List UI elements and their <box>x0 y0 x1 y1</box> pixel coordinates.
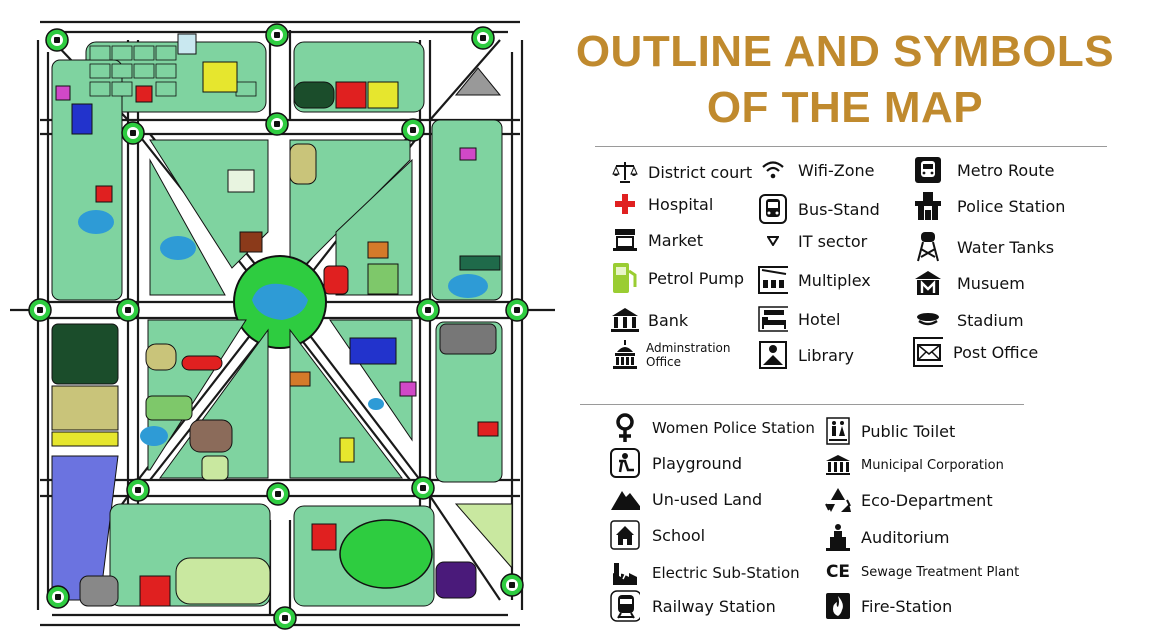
fuel-pump-icon <box>610 263 640 293</box>
bank-icon <box>610 305 640 335</box>
municipal-icon <box>823 450 853 480</box>
legend-item-sewage-treatment-plant: CE Sewage Treatment Plant <box>823 557 1019 587</box>
legend-item-school: School <box>610 520 705 550</box>
legend-item-railway-station: Railway Station <box>610 590 776 622</box>
legend-item-it-sector: IT sector <box>758 226 867 256</box>
legend-item-bank: Bank <box>610 305 688 335</box>
podium-icon <box>823 522 853 552</box>
legend-item-auditorium: Auditorium <box>823 522 950 552</box>
railway-icon <box>610 590 640 622</box>
water-tower-icon <box>913 232 943 262</box>
legend-item-unused-land: Un-used Land <box>610 484 762 514</box>
recycle-icon <box>823 485 853 515</box>
red-cross-icon <box>610 189 640 219</box>
legend-item-playground: Playground <box>610 448 742 478</box>
central-lake <box>252 283 308 320</box>
playground-icon <box>610 448 640 478</box>
legend-item-multiplex: Multiplex <box>758 265 871 295</box>
legend-item-museum: Musuem <box>913 268 1025 298</box>
legend-title-line2: OF THE MAP <box>706 83 984 132</box>
divider-top <box>595 146 1107 147</box>
capitol-icon <box>610 340 640 370</box>
factory-icon <box>610 558 640 588</box>
legend-item-municipal-corporation: Municipal Corporation <box>823 450 1004 480</box>
metro-train-icon <box>913 155 943 185</box>
legend-item-post-office: Post Office <box>913 337 1038 367</box>
lake-west <box>78 210 114 234</box>
museum-icon <box>913 268 943 298</box>
legend-item-district-court: District court <box>610 157 752 187</box>
legend-item-electric-substation: Electric Sub-Station <box>610 558 800 588</box>
legend-item-bus-stand: Bus-Stand <box>758 194 880 224</box>
hotel-bed-icon <box>758 304 788 334</box>
legend-item-police-station: Police Station <box>913 191 1065 221</box>
school-icon <box>610 520 640 550</box>
stadium-icon <box>913 305 943 335</box>
legend-item-market: Market <box>610 225 703 255</box>
reader-icon <box>758 340 788 370</box>
it-sector-icon <box>758 226 788 256</box>
legend-item-hotel: Hotel <box>758 304 840 334</box>
map-legend: OUTLINE AND SYMBOLS OF THE MAP District … <box>565 0 1163 640</box>
scales-icon <box>610 157 640 187</box>
legend-item-public-toilet: Public Toilet <box>823 416 955 446</box>
legend-item-hospital: Hospital <box>610 189 713 219</box>
envelope-icon <box>913 337 943 367</box>
legend-item-stadium: Stadium <box>913 305 1024 335</box>
female-symbol-icon <box>610 413 640 443</box>
stadium-ground <box>339 519 433 589</box>
city-map <box>0 0 560 640</box>
legend-item-women-police-station: Women Police Station <box>610 413 815 443</box>
mountain-icon <box>610 484 640 514</box>
fire-icon <box>823 591 853 621</box>
legend-item-wifi-zone: Wifi-Zone <box>758 155 875 185</box>
cinema-icon <box>758 265 788 295</box>
legend-item-eco-department: Eco-Department <box>823 485 993 515</box>
toilet-icon <box>823 416 853 446</box>
legend-item-metro-route: Metro Route <box>913 155 1054 185</box>
legend-item-petrol-pump: Petrol Pump <box>610 263 744 293</box>
legend-item-fire-station: Fire-Station <box>823 591 952 621</box>
ce-mark-icon: CE <box>825 562 851 582</box>
bus-icon <box>758 194 788 224</box>
divider-bottom <box>580 404 1024 405</box>
police-icon <box>913 191 943 221</box>
market-icon <box>610 225 640 255</box>
legend-title-line1: OUTLINE AND SYMBOLS <box>575 27 1115 76</box>
legend-item-library: Library <box>758 340 854 370</box>
wifi-icon <box>758 155 788 185</box>
legend-item-water-tanks: Water Tanks <box>913 232 1054 262</box>
